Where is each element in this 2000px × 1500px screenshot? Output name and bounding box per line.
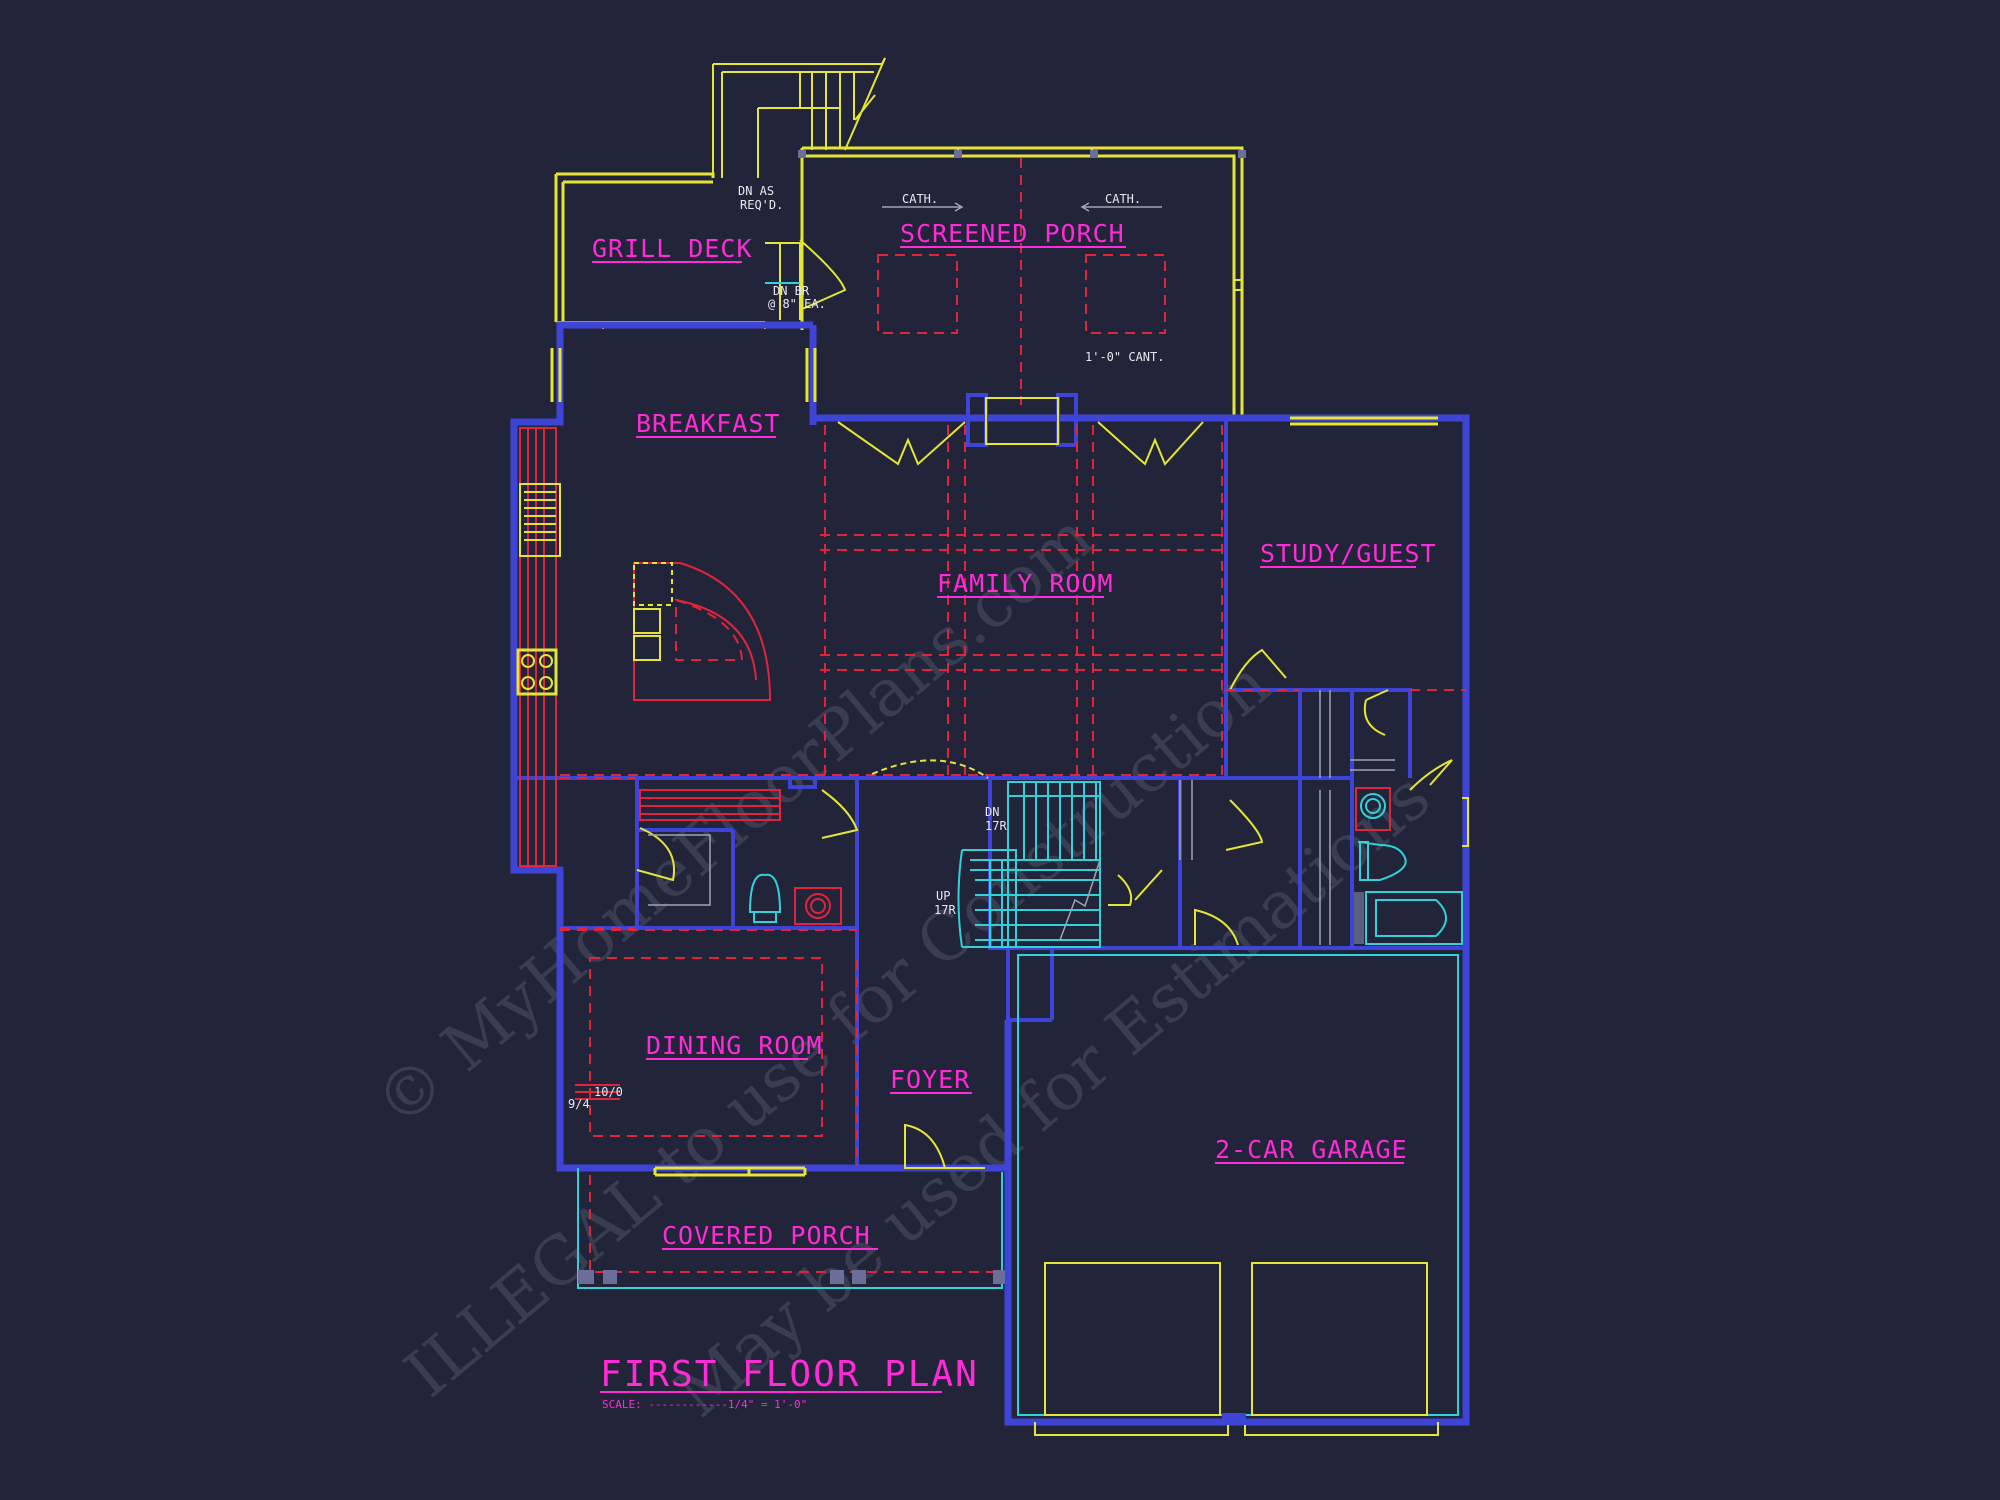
foyer [653, 1123, 985, 1177]
note-cath-right: CATH. [1105, 192, 1141, 206]
label-breakfast: BREAKFAST [636, 409, 780, 438]
label-screened-porch: SCREENED PORCH [900, 219, 1125, 248]
family-room-details [560, 421, 1223, 779]
plan-title: FIRST FLOOR PLAN [600, 1354, 979, 1395]
kitchen [516, 427, 781, 929]
note-stair-up-risers: 17R [934, 903, 956, 917]
note-cantilever: 1'-0" CANT. [1085, 350, 1164, 364]
bathroom [1226, 689, 1469, 945]
label-foyer: FOYER [890, 1065, 970, 1094]
main-stair [957, 781, 1163, 948]
note-window-9-4: 9/4 [568, 1097, 590, 1111]
label-study-guest: STUDY/GUEST [1260, 539, 1437, 568]
note-stair-up: UP [936, 889, 950, 903]
dining-room [560, 929, 858, 1165]
label-family-room: FAMILY ROOM [937, 569, 1114, 598]
note-reqd: REQ'D. [740, 198, 783, 212]
annotations: DN AS REQ'D. DN BR @ 8" EA. CATH. CATH. … [568, 184, 1164, 1111]
note-stair-dn: DN [985, 805, 999, 819]
plan-scale: SCALE: ------------1/4" = 1'-0" [602, 1398, 807, 1411]
powder-room [748, 789, 859, 925]
label-garage: 2-CAR GARAGE [1215, 1135, 1408, 1164]
label-covered-porch: COVERED PORCH [662, 1221, 871, 1250]
room-labels: GRILL DECK SCREENED PORCH BREAKFAST FAMI… [592, 219, 1437, 1250]
note-cath-left: CATH. [902, 192, 938, 206]
screened-porch [798, 146, 1246, 418]
garage [1017, 954, 1459, 1436]
watermark: © MyHomeFloorPlans.com ILLEGAL to use fo… [361, 498, 1445, 1432]
windows [550, 348, 1438, 426]
interior-walls [514, 393, 1466, 1422]
label-dining-room: DINING ROOM [646, 1031, 823, 1060]
note-window-10-0: 10/0 [594, 1085, 623, 1099]
covered-porch [577, 1168, 1005, 1289]
title-block: FIRST FLOOR PLAN SCALE: ------------1/4"… [600, 1354, 979, 1411]
note-dn-as: DN AS [738, 184, 774, 198]
exterior-stair [712, 57, 886, 178]
hall-closets [1179, 648, 1453, 946]
note-stair-dn-risers: 17R [985, 819, 1007, 833]
note-dn-br-each: @ 8" EA. [768, 297, 826, 311]
note-dn-br: DN BR [773, 284, 810, 298]
label-grill-deck: GRILL DECK [592, 234, 753, 263]
